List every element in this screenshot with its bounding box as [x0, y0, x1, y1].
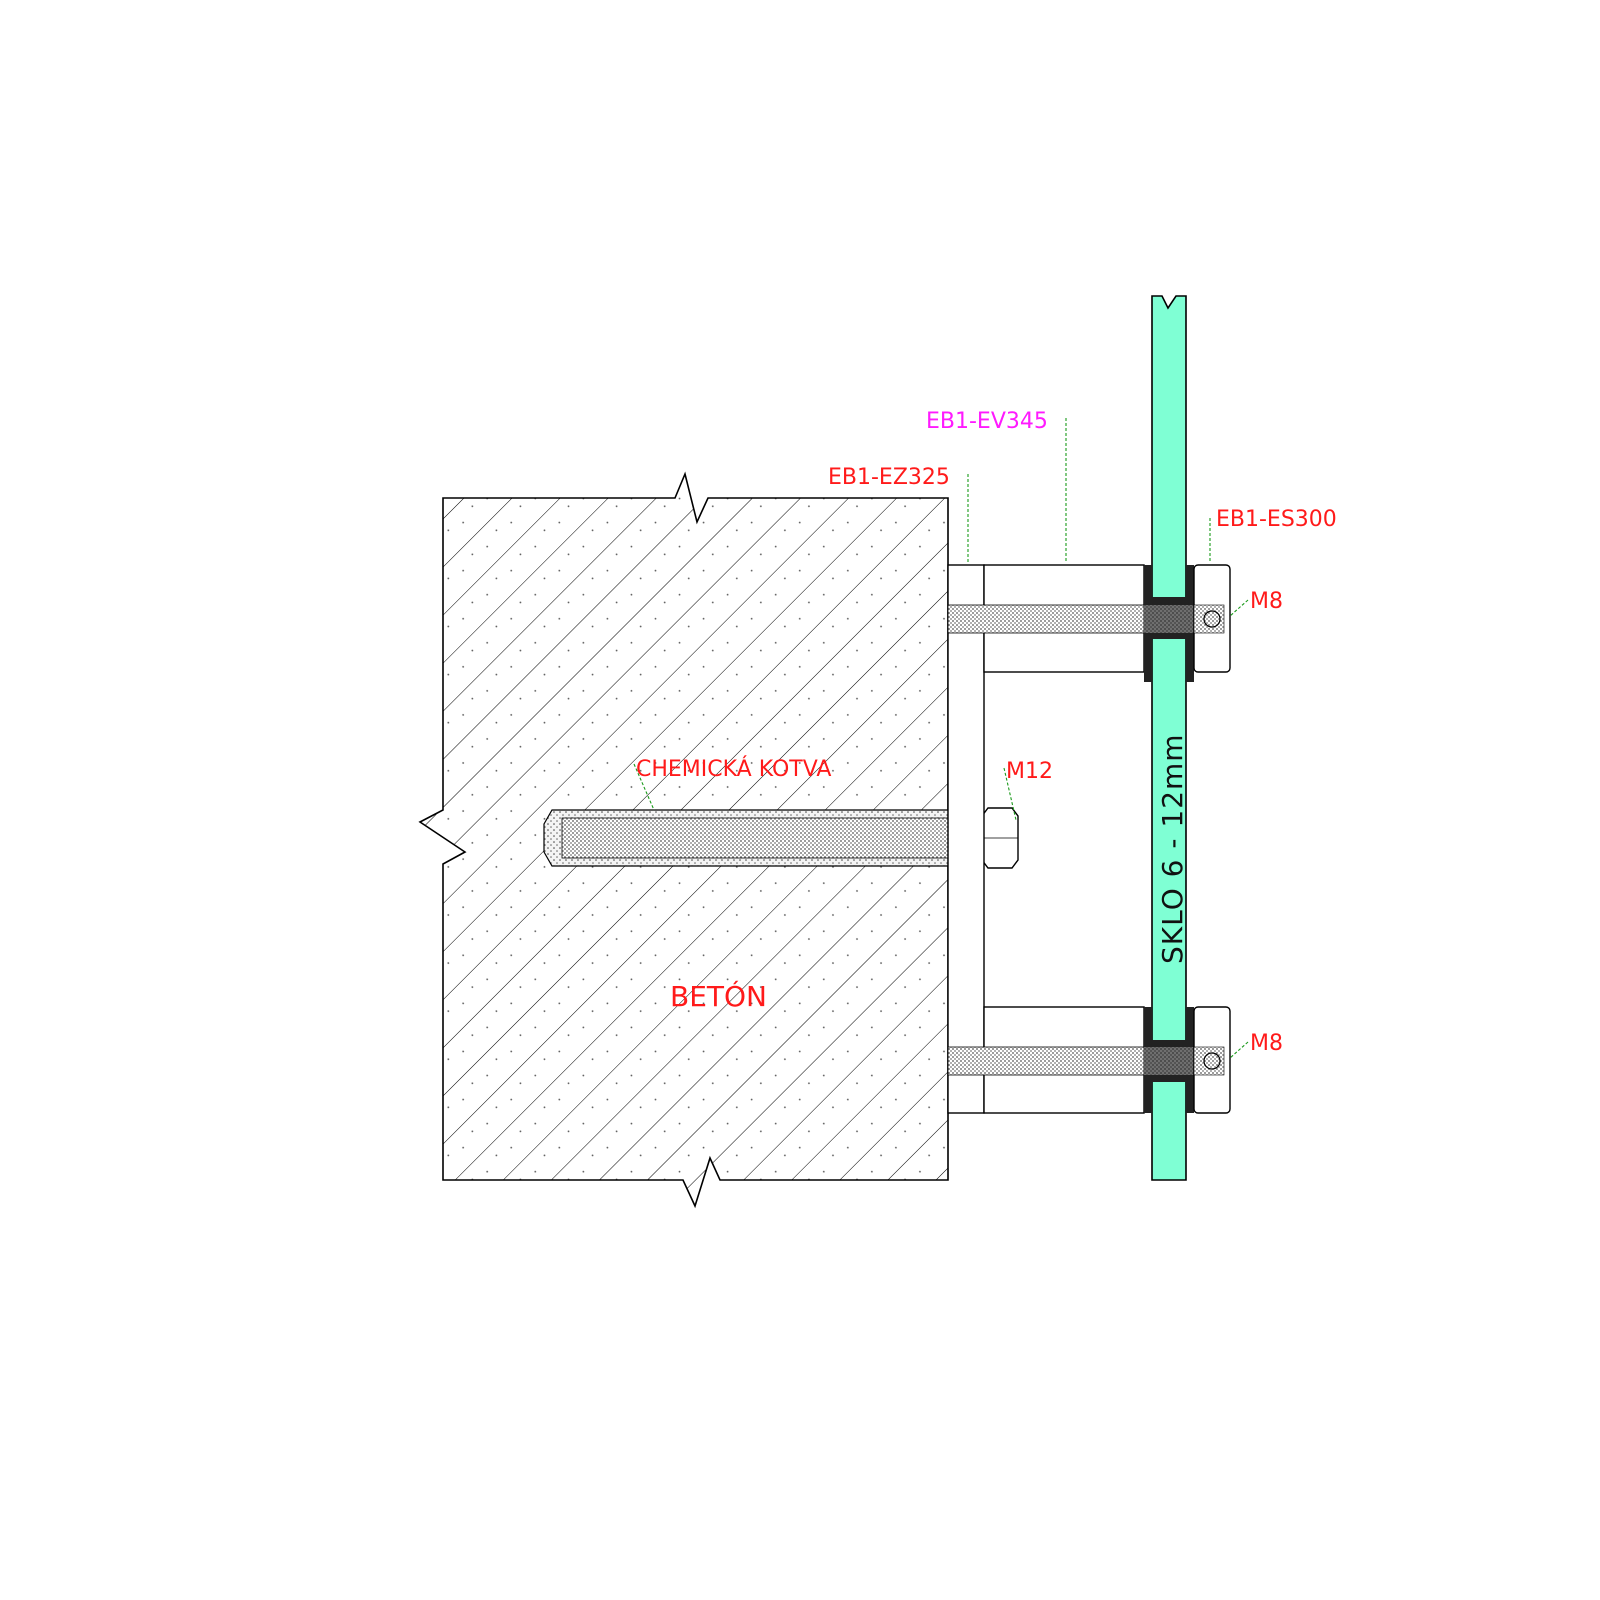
anchor-nut [981, 807, 1019, 869]
gasket-bottom [1144, 1007, 1194, 1113]
standoff-bottom [947, 1006, 1145, 1114]
spacer-label: EB1-EZ325 [828, 465, 950, 490]
bolt-top-label: M8 [1250, 589, 1283, 614]
gasket-top [1144, 565, 1194, 682]
cap-bottom [1193, 1006, 1231, 1114]
chemical-anchor-label: CHEMICKÁ KOTVA [636, 756, 831, 782]
glass-pane [1151, 295, 1187, 1181]
standoff-top [947, 564, 1145, 673]
anchor-thread-label: M12 [1006, 759, 1053, 784]
spacer-plate [947, 564, 985, 1114]
cap-label: EB1-ES300 [1216, 507, 1337, 532]
concrete-label: BETÓN [670, 979, 767, 1013]
bolt-bottom-label: M8 [1250, 1031, 1283, 1056]
standoff-label: EB1-EV345 [926, 409, 1048, 434]
leader-lines [633, 418, 1249, 1059]
glass-label: SKLO 6 - 12mm [1156, 733, 1189, 964]
chemical-anchor [543, 809, 949, 867]
cap-top [1193, 564, 1231, 673]
